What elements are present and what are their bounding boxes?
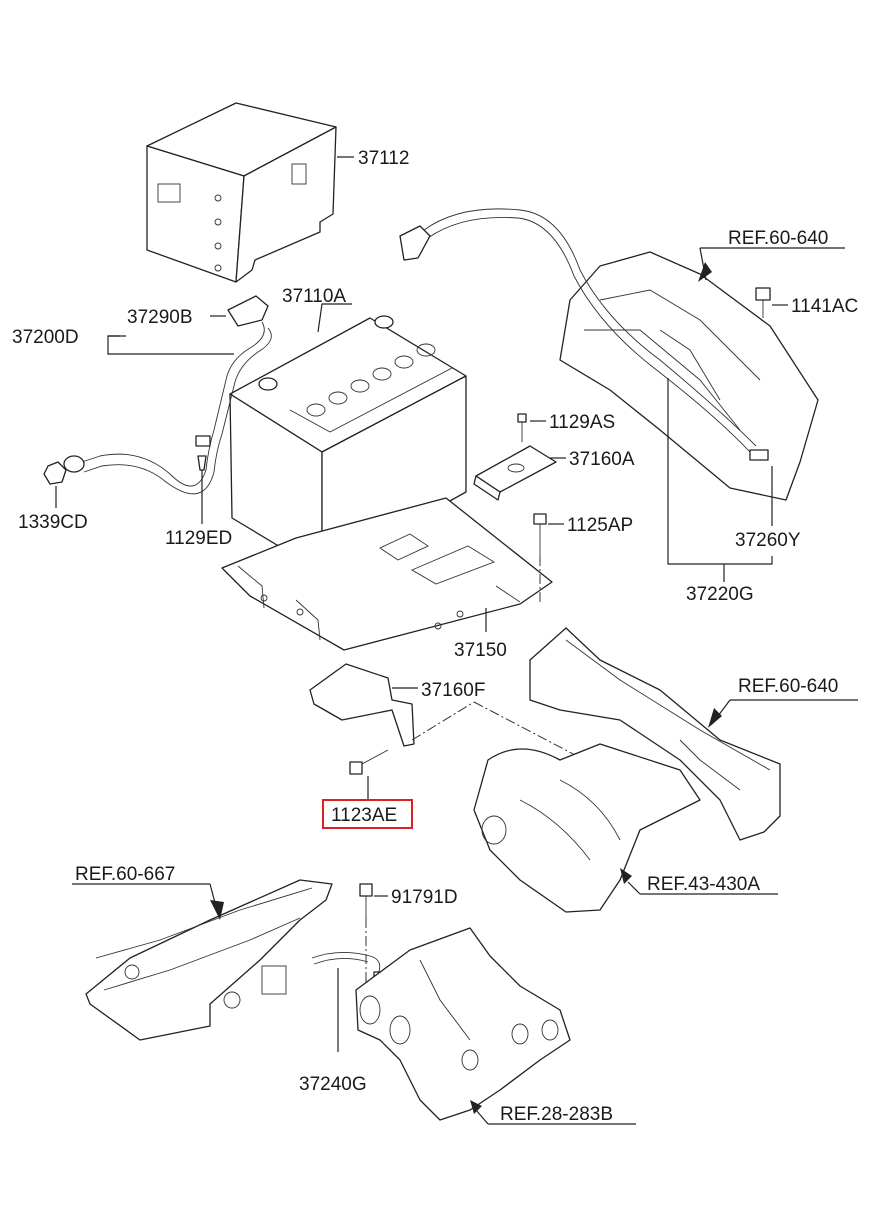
label-ref-43-430A[interactable]: REF.43-430A bbox=[647, 874, 760, 895]
label-ref-60-640-lower[interactable]: REF.60-640 bbox=[738, 676, 838, 697]
label-37200D[interactable]: 37200D bbox=[12, 327, 79, 348]
label-37150[interactable]: 37150 bbox=[454, 640, 507, 661]
battery-cover-37112[interactable] bbox=[146, 102, 337, 283]
highlight-box-1123AE bbox=[322, 799, 413, 829]
label-37240G[interactable]: 37240G bbox=[299, 1074, 367, 1095]
label-ref-28-283B[interactable]: REF.28-283B bbox=[500, 1104, 613, 1125]
label-1125AP[interactable]: 1125AP bbox=[567, 515, 633, 536]
label-1141AC[interactable]: 1141AC bbox=[791, 296, 858, 317]
bolt-1141AC[interactable] bbox=[755, 287, 771, 318]
label-1339CD[interactable]: 1339CD bbox=[18, 512, 88, 533]
side-member-ref-60-640 bbox=[529, 627, 781, 841]
label-1129AS[interactable]: 1129AS bbox=[549, 412, 615, 433]
label-37112[interactable]: 37112 bbox=[358, 148, 409, 169]
intake-manifold-ref-28-283B bbox=[355, 927, 571, 1121]
panel-ref-60-640-upper bbox=[559, 251, 819, 501]
bracket-37160A[interactable] bbox=[473, 445, 557, 501]
battery-tray-37150[interactable] bbox=[221, 497, 553, 651]
bolt-1125AP[interactable] bbox=[533, 513, 547, 604]
label-37290B[interactable]: 37290B bbox=[127, 307, 193, 328]
label-1129ED[interactable]: 1129ED bbox=[165, 528, 232, 549]
bolt-1129AS[interactable] bbox=[517, 413, 527, 442]
label-37260Y[interactable]: 37260Y bbox=[735, 530, 801, 551]
label-1123AE[interactable]: 1123AE bbox=[331, 805, 397, 826]
label-37160F[interactable]: 37160F bbox=[421, 680, 485, 701]
label-ref-60-640-upper[interactable]: REF.60-640 bbox=[728, 228, 828, 249]
bolt-91791D[interactable] bbox=[359, 883, 373, 990]
label-37110A[interactable]: 37110A bbox=[282, 286, 346, 307]
bolt-1123AE[interactable] bbox=[349, 749, 389, 775]
label-37160A[interactable]: 37160A bbox=[569, 449, 635, 470]
cable-37220G[interactable] bbox=[399, 208, 769, 461]
bracket-37160F[interactable] bbox=[309, 663, 415, 747]
cowl-ref-60-667 bbox=[85, 879, 333, 1041]
label-37220G[interactable]: 37220G bbox=[686, 584, 754, 605]
transmission-ref-43-430A bbox=[473, 743, 701, 913]
battery-cable-37200D[interactable] bbox=[43, 295, 272, 495]
label-ref-60-667[interactable]: REF.60-667 bbox=[75, 864, 175, 885]
label-91791D[interactable]: 91791D bbox=[391, 887, 458, 908]
